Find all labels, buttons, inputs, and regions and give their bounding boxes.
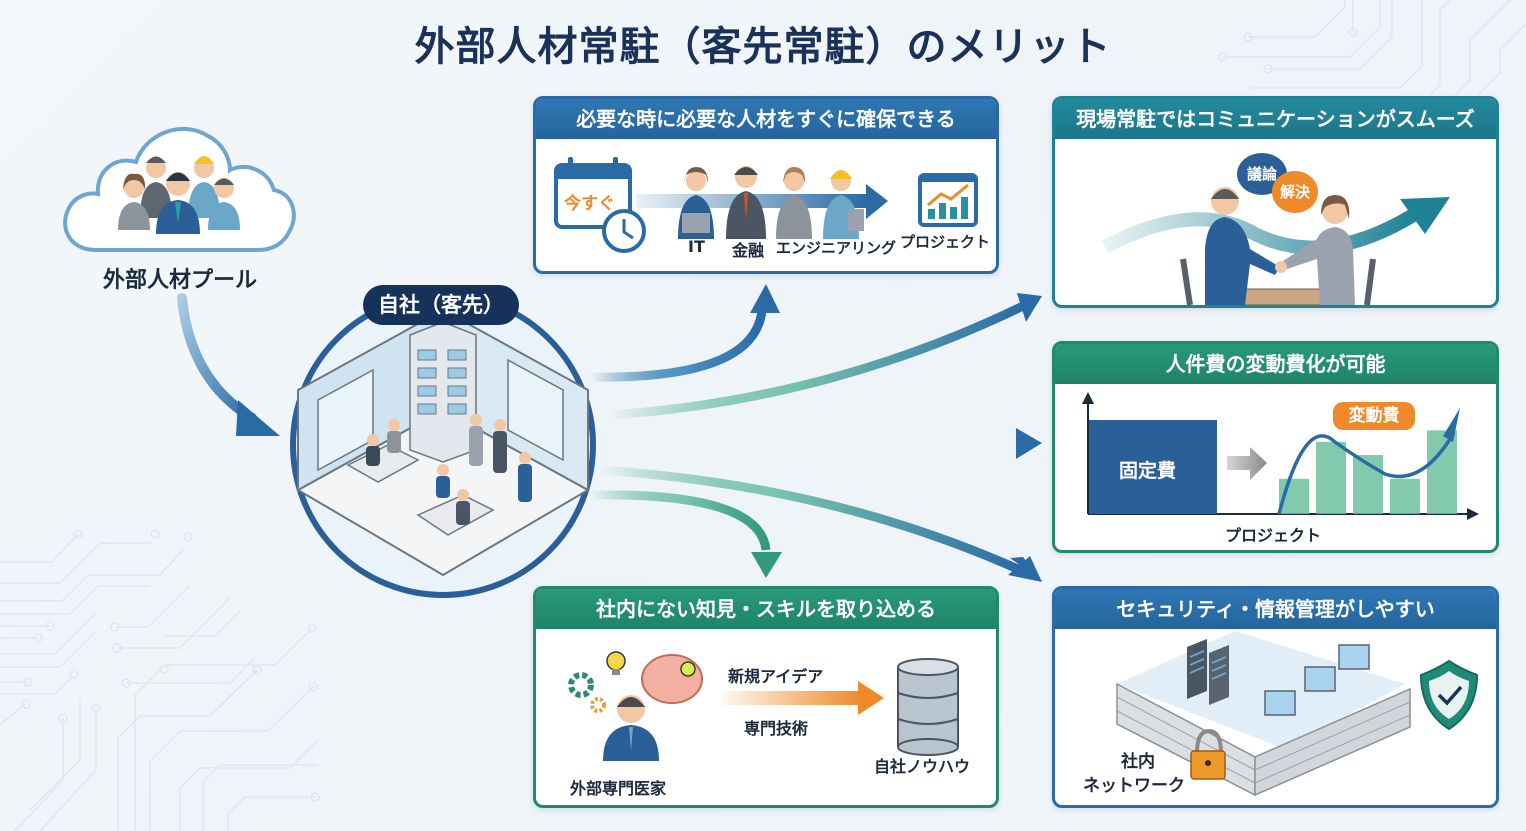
flow-arrow-head — [866, 184, 888, 219]
lightbulb-icon — [606, 651, 626, 675]
pool-to-office-arrow — [177, 293, 280, 436]
finance-person-icon — [726, 166, 766, 239]
calendar-icon — [554, 157, 632, 229]
card-title: 社内にない知見・スキルを取り込める — [536, 589, 996, 629]
new-ideas-label: 新規アイデア — [728, 667, 824, 686]
project-chart-icon — [918, 173, 978, 227]
secure-illustration — [554, 157, 978, 253]
role-label-it: IT — [688, 237, 705, 256]
table-icon — [1234, 288, 1326, 305]
construction-person-icon — [823, 170, 864, 239]
expert-label: 外部専門医家 — [570, 779, 667, 798]
security-illustration — [1116, 631, 1479, 797]
engineering-person-icon — [776, 167, 812, 239]
people-group-icon — [118, 156, 240, 234]
benefit-card-communication: 現場常駐ではコミュニケーションがスムーズ 議論 解決 — [1052, 96, 1499, 308]
it-person-icon — [678, 167, 714, 239]
talent-pool-label: 外部人材プール — [102, 268, 257, 293]
y-axis-arrow — [1082, 392, 1094, 404]
card-title: 必要な時に必要な人材をすぐに確保できる — [536, 99, 996, 139]
fixed-cost-label: 固定費 — [1119, 460, 1177, 482]
cost-chart — [1082, 392, 1479, 520]
role-label-engineering: エンジニアリング — [776, 239, 897, 257]
calendar-now-label: 今すぐ — [564, 194, 615, 214]
network-label: ネットワーク — [1083, 776, 1185, 796]
knowledge-flow-arrow — [721, 691, 861, 705]
arrow-to-knowledge-card — [589, 490, 782, 578]
role-label-finance: 金融 — [732, 241, 765, 260]
variable-cost-bar — [1316, 441, 1346, 514]
knowledge-illustration — [568, 651, 959, 761]
card-title: 人件費の変動費化が可能 — [1055, 344, 1496, 384]
office-badge: 自社（客先） — [363, 285, 519, 325]
card-title: 現場常駐ではコミュニケーションがスムーズ — [1055, 99, 1496, 139]
handshake-icon — [1275, 261, 1287, 273]
fixed-cost-block — [1089, 420, 1217, 514]
transition-arrow — [1227, 447, 1267, 480]
card-title: セキュリティ・情報管理がしやすい — [1055, 589, 1496, 629]
cloud-icon — [63, 126, 296, 252]
server-icon — [1187, 639, 1229, 705]
office-illustration — [288, 290, 598, 600]
handshake-illustration — [1101, 187, 1450, 305]
project-label: プロジェクト — [900, 233, 991, 251]
talent-pool-cloud — [58, 118, 298, 258]
brain-icon — [641, 654, 703, 704]
variable-cost-bar — [1427, 430, 1457, 514]
variable-cost-curve — [1277, 434, 1452, 515]
shield-check-icon — [1419, 659, 1479, 731]
arrow-to-communication-card — [609, 293, 1042, 420]
expertise-label: 専門技術 — [744, 719, 809, 738]
resolution-bubble: 解決 — [1272, 171, 1318, 213]
page-title: 外部人材常駐（客先常駐）のメリット — [414, 24, 1112, 70]
smooth-flow-arrow — [1101, 208, 1419, 255]
benefit-card-knowledge: 社内にない知見・スキルを取り込める — [533, 586, 999, 808]
variable-cost-tag: 変動費 — [1333, 402, 1415, 430]
database-icon — [897, 658, 959, 756]
man-icon — [1205, 187, 1280, 305]
benefit-card-secure-talent: 必要な時に必要な人材をすぐに確保できる — [533, 96, 999, 274]
gear-icon — [568, 672, 606, 713]
benefit-arrows — [589, 284, 1042, 582]
padlock-icon — [1190, 728, 1226, 780]
company-knowhow-label: 自社ノウハウ — [874, 757, 971, 776]
project-axis-label: プロジェクト — [1225, 526, 1322, 545]
woman-icon — [1283, 195, 1355, 305]
variable-cost-bars — [1279, 430, 1457, 514]
variable-cost-bar — [1390, 478, 1420, 514]
benefit-card-security: セキュリティ・情報管理がしやすい — [1052, 586, 1499, 808]
benefit-card-variable-cost: 人件費の変動費化が可能 固定費 変動費 プロジェクト — [1052, 341, 1499, 553]
arrow-to-security-card — [599, 465, 1042, 582]
arrow-to-secure-card — [589, 284, 780, 382]
arrow-to-variable-cost-card — [610, 428, 1042, 459]
expert-person-icon — [603, 695, 659, 761]
computer-icon — [1264, 644, 1370, 716]
internal-label: 社内 — [1121, 752, 1155, 772]
x-axis-arrow — [1467, 508, 1479, 520]
clock-icon — [602, 209, 646, 253]
